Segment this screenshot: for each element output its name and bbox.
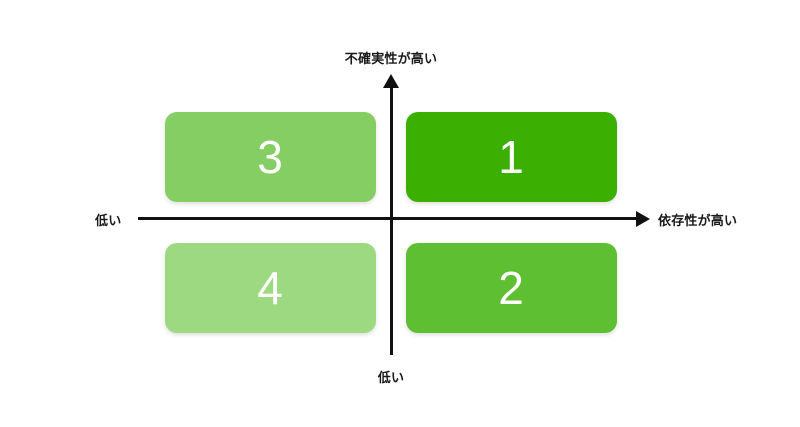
quadrant-box-1[interactable]: 1: [406, 112, 617, 202]
quadrant-number-1: 1: [498, 131, 525, 183]
vertical-axis-high-label: 不確実性が高い: [344, 51, 438, 66]
vertical-axis-line: [390, 82, 393, 355]
quadrant-number-3: 3: [257, 131, 284, 183]
arrow-up-icon: [383, 74, 399, 88]
horizontal-axis-low-label: 低い: [95, 213, 122, 228]
quadrant-box-2[interactable]: 2: [406, 243, 617, 333]
quadrant-box-4[interactable]: 4: [165, 243, 376, 333]
arrow-right-icon: [636, 210, 650, 227]
vertical-axis-low-label: 低い: [377, 370, 405, 385]
quadrant-number-4: 4: [257, 262, 284, 314]
quadrant-box-3[interactable]: 3: [165, 112, 376, 202]
horizontal-axis-high-label: 依存性が高い: [658, 213, 738, 228]
quadrant-number-2: 2: [498, 262, 525, 314]
